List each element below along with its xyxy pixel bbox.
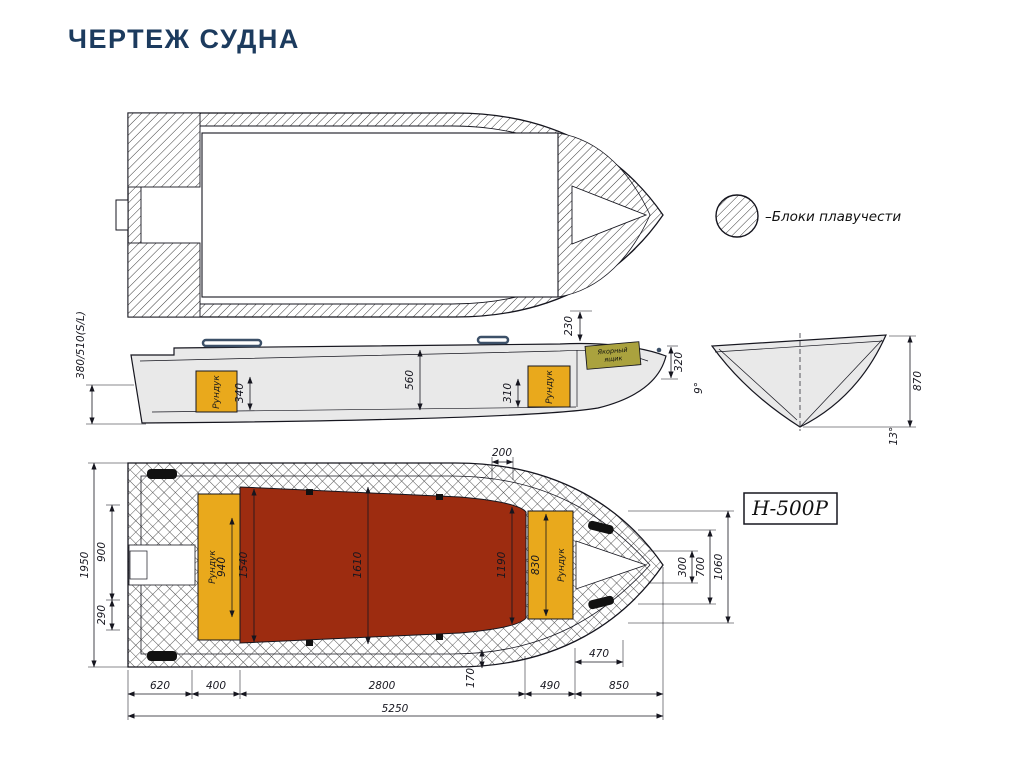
anchor-box-label-line2: ящик [604, 354, 623, 364]
deck-motor-cutout [129, 550, 148, 580]
deck-view: Рундук Рундук 1950 900 290 940 1540 [79, 447, 734, 720]
section-dimensions: 870 9° 13° [693, 335, 924, 446]
dim-300: 300 [677, 557, 689, 577]
dim-560: 560 [404, 370, 416, 390]
dim-200: 200 [492, 447, 512, 459]
top-motor-bracket [115, 199, 129, 231]
dim-940: 940 [216, 557, 228, 577]
dim-transom-height: 380/510(S/L) [75, 311, 87, 379]
dim-310: 310 [502, 383, 514, 403]
angle-9: 9° [693, 382, 705, 394]
dim-5250: 5250 [382, 703, 409, 715]
cleat-stern-bottom [147, 651, 177, 661]
top-stern-foam-block-top [127, 112, 201, 188]
deck-locker-left-label: Рундук [208, 550, 218, 584]
cleat-bow-bottom [588, 595, 614, 610]
dim-830: 830 [530, 555, 542, 575]
flotation-hatch-swatch-icon [715, 194, 759, 238]
dim-400: 400 [206, 680, 226, 692]
dim-230: 230 [563, 316, 575, 336]
deck-locker-right-label: Рундук [557, 548, 567, 582]
deck-floor [239, 486, 527, 644]
legend-label: –Блоки плавучести [765, 209, 901, 225]
dim-340: 340 [234, 383, 246, 403]
side-grab-rail-aft [201, 338, 263, 348]
deck-hull-inner [140, 475, 651, 655]
section-view: 870 9° 13° [693, 333, 924, 445]
side-locker-fwd [527, 365, 571, 408]
side-view-dimensions: 560 340 310 230 320 380/510(S/L) [75, 310, 685, 425]
side-view: Рундук Рундук Якорный ящик 560 340 310 2… [75, 310, 685, 425]
floor-fitting [436, 494, 443, 500]
floor-fitting [306, 640, 313, 646]
top-view [115, 112, 664, 318]
model-badge-frame [743, 492, 838, 525]
top-bow-locker [571, 185, 648, 245]
deck-locker-right [527, 510, 574, 620]
anchor-box-label-line1: Якорный [596, 346, 628, 357]
legend: –Блоки плавучести [715, 194, 901, 238]
dim-1190: 1190 [496, 551, 508, 578]
side-anchor-box: Якорный ящик [584, 341, 642, 370]
dim-290: 290 [96, 605, 108, 625]
dim-1950: 1950 [79, 551, 91, 578]
side-grab-rail-fwd [476, 335, 510, 345]
model-badge: Н-500Р [743, 492, 838, 525]
floor-fitting [306, 489, 313, 495]
side-locker-aft-label: Рундук [212, 375, 222, 409]
dim-900: 900 [96, 542, 108, 562]
dim-2800: 2800 [369, 680, 396, 692]
page-title: ЧЕРТЕЖ СУДНА [68, 24, 300, 54]
angle-13: 13° [888, 427, 900, 446]
dim-850: 850 [609, 680, 629, 692]
top-stern-foam-block-bottom [127, 242, 201, 318]
dim-620: 620 [150, 680, 170, 692]
dim-1540: 1540 [238, 551, 250, 578]
dim-1060: 1060 [713, 553, 725, 580]
side-locker-fwd-label: Рундук [545, 370, 555, 404]
cleat-stern-top [147, 469, 177, 479]
side-bow-fitting [656, 347, 662, 353]
section-hull [710, 334, 887, 428]
side-locker-aft [195, 370, 238, 413]
dim-700: 700 [695, 557, 707, 577]
deck-bow-locker [575, 540, 648, 590]
cleat-bow-top [588, 520, 614, 535]
dim-870: 870 [912, 371, 924, 391]
model-badge-label: Н-500Р [751, 496, 828, 520]
dim-1610: 1610 [352, 551, 364, 578]
dim-320: 320 [673, 352, 685, 372]
top-cockpit [201, 132, 559, 298]
dim-490: 490 [540, 680, 560, 692]
dim-470: 470 [589, 648, 609, 660]
deck-dimensions: 1950 900 290 940 1540 1610 1190 830 [79, 447, 734, 720]
dim-170: 170 [465, 668, 477, 688]
floor-fitting [436, 634, 443, 640]
